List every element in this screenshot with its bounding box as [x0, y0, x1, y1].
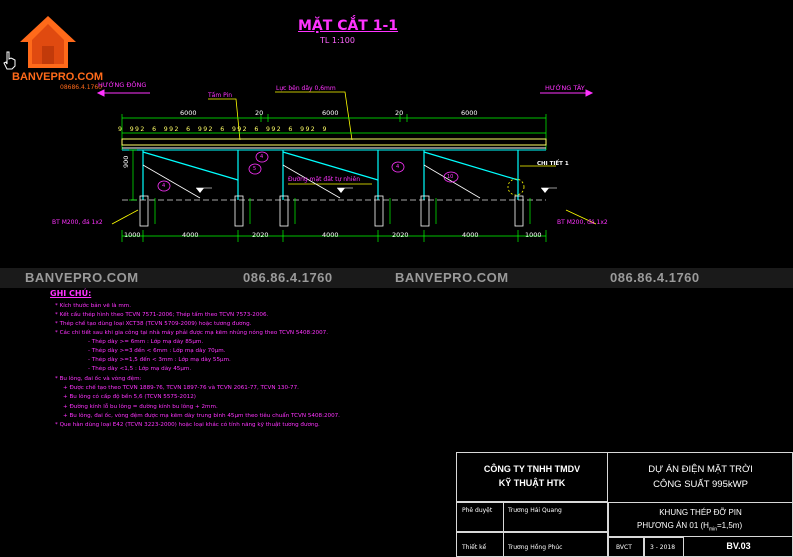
- section-drawing: [96, 89, 597, 242]
- marker-3: 5: [253, 166, 257, 172]
- marker-4: 4: [396, 164, 400, 170]
- top-dim-2: 20: [255, 109, 264, 117]
- note-line: - Thép dày >=1,5 đến < 3mm : Lớp mạ dày …: [88, 357, 231, 363]
- marker-5: 10: [447, 174, 454, 180]
- project-line-2: CÔNG SUẤT 995kWP: [653, 479, 748, 490]
- leader-lines: [111, 91, 597, 225]
- panel-dims: 9 992 6 992 6 992 6 992 6 992 6 992 9: [118, 126, 328, 133]
- top-dim-3: 6000: [322, 109, 339, 117]
- note-line: * Kết cấu thép hình theo TCVN 7571-2006;…: [55, 312, 269, 318]
- note-line: * Bu lông, đai ốc và vòng đệm:: [55, 376, 142, 382]
- drawing-scale: TL 1:100: [320, 36, 355, 45]
- bottom-dim-5: 2020: [392, 231, 409, 239]
- bracket-label: Lực bên dây 0,6mm: [276, 85, 336, 92]
- approved-name: Trương Hải Quang: [508, 507, 562, 514]
- sheet-line-2-end: =1,5m): [717, 521, 743, 530]
- approved-label: Phê duyệt: [462, 507, 493, 514]
- bottom-dim-4: 4000: [322, 231, 339, 239]
- drawing-title: MẶT CẮT 1-1: [298, 18, 399, 34]
- pile-right-label: BT M200, đá 1x2: [557, 219, 608, 226]
- direction-arrow-right: [540, 89, 594, 97]
- watermark-1: BANVEPRO.COM: [25, 270, 139, 285]
- sheet-line-2-sub: min: [708, 526, 717, 533]
- logo-house-icon: [20, 16, 76, 68]
- note-line: - Thép dày >= 6mm : Lớp mạ dày 85µm.: [88, 339, 204, 345]
- note-line: * Thép chế tạo dùng loại XCT38 (TCVN 570…: [55, 321, 252, 327]
- bottom-dim-2: 4000: [182, 231, 199, 239]
- marker-1: 4: [162, 183, 166, 189]
- top-dim-5: 6000: [461, 109, 478, 117]
- detail-label: CHI TIẾT 1: [537, 161, 569, 167]
- logo-phone: 08686.4.1760: [60, 84, 102, 91]
- note-line: + Đường kính lỗ bu lông = đường kính bu …: [63, 404, 218, 410]
- direction-right-label: HƯỚNG TÂY: [545, 84, 585, 92]
- direction-arrow-left: [96, 89, 150, 97]
- watermark-3: BANVEPRO.COM: [395, 270, 509, 285]
- marker-2: 4: [260, 154, 264, 160]
- panel-label: Tấm Pin: [208, 92, 233, 99]
- company-line-2: KỸ THUẬT HTK: [498, 478, 566, 488]
- note-line: - Thép dày <1,5 : Lớp mạ dày 45µm.: [88, 366, 192, 372]
- note-line: * Kích thước bản vẽ là mm.: [55, 303, 132, 309]
- bottom-dim-6: 4000: [462, 231, 479, 239]
- designed-name: Trương Hồng Phúc: [508, 544, 563, 551]
- direction-left-label: HƯỚNG ĐÔNG: [98, 81, 147, 89]
- height-dim: 900: [122, 155, 130, 168]
- designed-label: Thiết kế: [462, 544, 487, 551]
- company-cell: [456, 452, 608, 502]
- logo-name: BANVEPRO.COM: [12, 71, 104, 83]
- note-line: + Bu lông, đai ốc, vòng đệm được mạ kẽm …: [63, 413, 340, 419]
- sheet-line-2-start: PHƯƠNG ÁN 01 (H: [637, 521, 709, 530]
- note-line: * Que hàn dùng loại E42 (TCVN 3223-2000)…: [55, 422, 320, 428]
- company-line-1: CÔNG TY TNHH TMDV: [483, 464, 581, 474]
- pile-left-label: BT M200, đá 1x2: [52, 219, 103, 226]
- steel-frames: [142, 150, 519, 200]
- sheet-line-2: PHƯƠNG ÁN 01 (Hmin=1,5m): [637, 521, 742, 533]
- note-line: - Thép dày >=3 đến < 6mm : Lớp mạ dày 70…: [88, 348, 226, 354]
- note-line: + Được chế tạo theo TCVN 1889-76, TCVN 1…: [63, 385, 299, 391]
- date-value: 3 - 2018: [650, 544, 676, 551]
- ground-label: Đường mặt đất tự nhiên: [288, 176, 360, 183]
- watermark-4: 086.86.4.1760: [610, 270, 700, 285]
- top-dim-1: 6000: [180, 109, 197, 117]
- sheet-line-1: KHUNG THÉP ĐỠ PIN: [659, 508, 742, 517]
- watermark-strip: [0, 268, 793, 288]
- watermark-2: 086.86.4.1760: [243, 270, 333, 285]
- sheet-number: BV.03: [726, 541, 751, 551]
- note-line: * Các chi tiết sau khi gia công tại nhà …: [55, 330, 328, 336]
- bottom-dim-7: 1000: [525, 231, 542, 239]
- note-line: + Bu lông có cấp độ bền 5,6 (TCVN 5575-2…: [63, 394, 196, 400]
- bottom-dim-1: 1000: [124, 231, 141, 239]
- code-value: BVCT: [616, 544, 632, 551]
- notes-heading: GHI CHÚ:: [50, 289, 92, 298]
- project-line-1: DỰ ÁN ĐIỆN MẶT TRỜI: [648, 464, 753, 475]
- hand-cursor-icon: [3, 51, 16, 70]
- foundation-piles: [139, 195, 524, 227]
- top-dim-4: 20: [395, 109, 404, 117]
- bottom-dim-3: 2020: [252, 231, 269, 239]
